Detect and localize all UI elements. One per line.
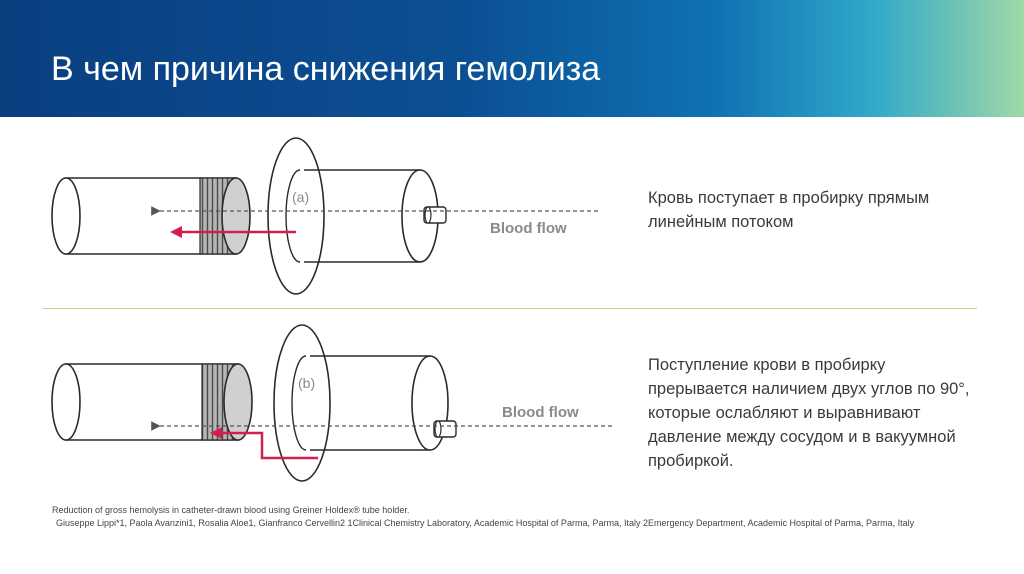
holder-a: (a) (267, 137, 447, 295)
blood-flow-label-a: Blood flow (490, 220, 567, 237)
reference-authors: Giuseppe Lippi*1, Paola Avanzini1, Rosal… (56, 518, 915, 528)
caption-b: Поступление крови в пробирку прерывается… (648, 356, 970, 470)
slide-title: В чем причина снижения гемолиза (51, 50, 601, 88)
reference-title: Reduction of gross hemolysis in catheter… (52, 505, 410, 515)
blood-flow-label-b: Blood flow (502, 404, 579, 421)
slide-header (0, 0, 1024, 117)
red-arrow-b (210, 427, 318, 460)
diagram-b: (b) Blood flow (51, 324, 612, 482)
tube-a (51, 177, 251, 255)
reference: Reduction of gross hemolysis in catheter… (52, 504, 1012, 530)
diagram-a-label: (a) (292, 189, 309, 205)
red-arrow-a (170, 226, 296, 238)
section-divider (42, 308, 977, 309)
tube-b (51, 363, 253, 441)
diagram-b-label: (b) (298, 375, 315, 391)
caption-a: Кровь поступает в пробирку прямым линейн… (648, 189, 930, 231)
diagram-a: (a) Blood flow (51, 137, 598, 295)
holder-b: (b) (273, 324, 457, 482)
